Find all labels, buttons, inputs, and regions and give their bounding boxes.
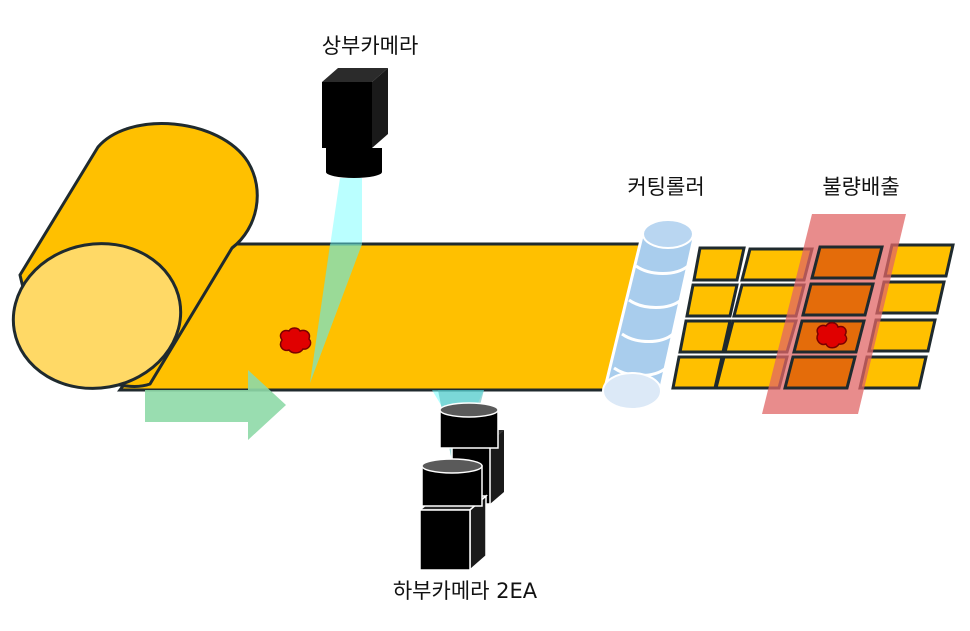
bottom-camera-2: [418, 458, 488, 572]
cut-cell: [678, 319, 732, 354]
roll-face: [11, 242, 183, 390]
bottom-camera-label: 하부카메라 2EA: [393, 579, 538, 603]
cut-cell: [685, 283, 739, 318]
cutting-roller: [602, 219, 696, 410]
cut-cell: [671, 355, 724, 390]
roller-end-face: [602, 372, 662, 410]
cutting-roller-label: 커팅롤러: [627, 175, 704, 199]
cut-cells: [671, 243, 955, 390]
top-camera-top-face: [322, 68, 388, 82]
defect-spot: [279, 327, 312, 354]
cut-cell: [692, 246, 746, 282]
feed-direction-arrow-icon: [145, 370, 286, 440]
defect-spot-rejected: [816, 322, 848, 349]
top-camera-side-face: [372, 68, 388, 148]
reject-cell: [810, 245, 884, 280]
top-camera-label: 상부카메라: [322, 34, 419, 58]
top-camera-beam: [310, 178, 362, 383]
reject-cell: [801, 282, 875, 317]
reject-zone: [762, 214, 906, 414]
top-camera: [322, 68, 388, 178]
film-roll: [11, 122, 259, 390]
reject-cell: [783, 355, 857, 390]
top-camera-front-face: [322, 82, 372, 148]
defect-discharge-label: 불량배출: [822, 175, 899, 199]
